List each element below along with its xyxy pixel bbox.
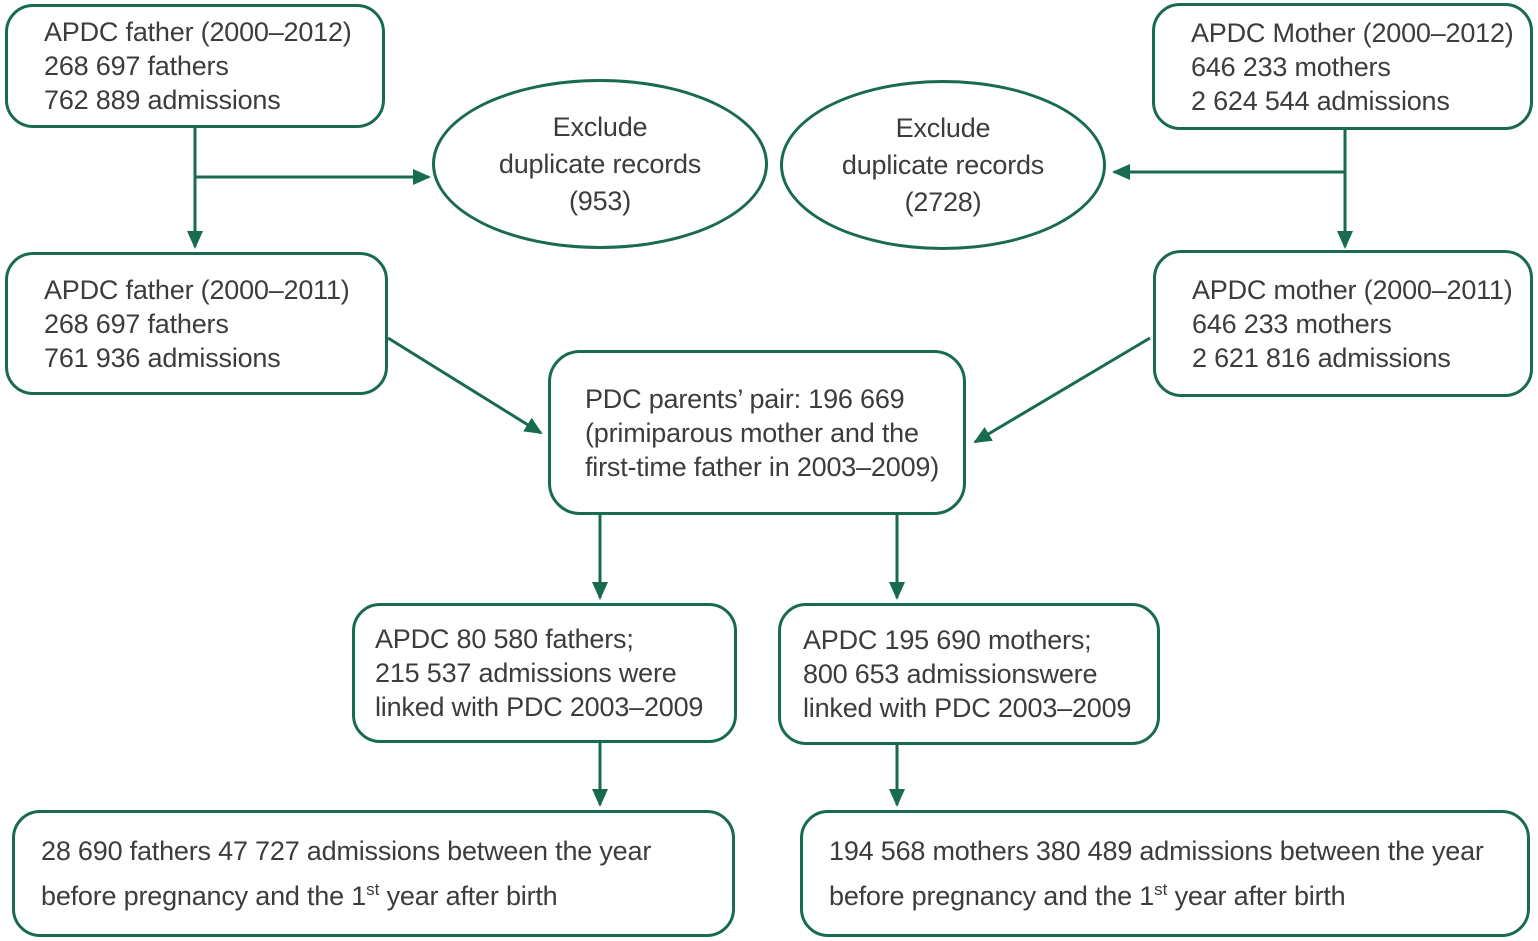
- node-apdc-father-2000-2012: APDC father (2000–2012) 268 697 fathers …: [5, 4, 385, 128]
- node-line: 28 690 fathers 47 727 admissions between…: [41, 835, 652, 866]
- node-line: PDC parents’ pair: 196 669: [585, 383, 905, 414]
- node-line: 194 568 mothers 380 489 admissions betwe…: [829, 835, 1484, 866]
- ordinal-superscript: st: [1154, 879, 1168, 899]
- node-line: 646 233 mothers: [1192, 308, 1392, 339]
- arrow-father2011-to-pair: [387, 336, 543, 435]
- node-exclude-duplicates-mother: Exclude duplicate records (2728): [780, 80, 1106, 250]
- node-line: APDC 80 580 fathers;: [375, 624, 634, 654]
- node-mothers-final-cohort: 194 568 mothers 380 489 admissions betwe…: [800, 810, 1530, 937]
- node-line: duplicate records: [498, 148, 702, 179]
- node-line: (2728): [904, 186, 982, 217]
- node-line: before pregnancy and the 1st year after …: [829, 879, 1346, 911]
- ordinal-superscript: st: [366, 879, 380, 899]
- node-line: 268 697 fathers: [44, 51, 229, 81]
- node-fathers-final-cohort: 28 690 fathers 47 727 admissions between…: [12, 810, 735, 937]
- node-line: 761 936 admissions: [44, 342, 281, 373]
- node-line: APDC 195 690 mothers;: [803, 625, 1092, 655]
- node-line: APDC mother (2000–2011): [1192, 274, 1513, 305]
- node-line: 2 624 544 admissions: [1191, 85, 1450, 116]
- node-line: before pregnancy and the 1st year after …: [41, 879, 558, 911]
- node-apdc-father-2000-2011: APDC father (2000–2011) 268 697 fathers …: [5, 252, 388, 395]
- node-line: Exclude: [552, 111, 648, 142]
- arrow-mother2011-to-pair: [973, 336, 1151, 444]
- node-line: Exclude: [895, 112, 991, 143]
- node-exclude-duplicates-father: Exclude duplicate records (953): [432, 79, 768, 249]
- node-line: (953): [568, 185, 632, 216]
- node-line: 215 537 admissions were: [375, 658, 677, 688]
- node-apdc-fathers-linked: APDC 80 580 fathers; 215 537 admissions …: [352, 603, 737, 743]
- node-line: 268 697 fathers: [44, 308, 229, 339]
- node-line: APDC Mother (2000–2012): [1191, 17, 1514, 48]
- node-apdc-mother-2000-2011: APDC mother (2000–2011) 646 233 mothers …: [1153, 250, 1533, 397]
- node-line: 762 889 admissions: [44, 85, 281, 115]
- node-line: linked with PDC 2003–2009: [375, 692, 704, 722]
- node-line: linked with PDC 2003–2009: [803, 693, 1132, 723]
- node-line: duplicate records: [841, 149, 1045, 180]
- node-line: APDC father (2000–2012): [44, 17, 352, 47]
- node-line: 800 653 admissionswere: [803, 659, 1098, 689]
- node-pdc-parents-pair: PDC parents’ pair: 196 669 (primiparous …: [548, 350, 966, 515]
- node-line: 2 621 816 admissions: [1192, 342, 1451, 373]
- node-line: 646 233 mothers: [1191, 51, 1391, 82]
- node-line: APDC father (2000–2011): [44, 274, 350, 305]
- node-apdc-mothers-linked: APDC 195 690 mothers; 800 653 admissions…: [778, 603, 1160, 745]
- node-line: (primiparous mother and the: [585, 417, 919, 448]
- node-line: first-time father in 2003–2009): [585, 451, 939, 482]
- node-apdc-mother-2000-2012: APDC Mother (2000–2012) 646 233 mothers …: [1152, 3, 1533, 130]
